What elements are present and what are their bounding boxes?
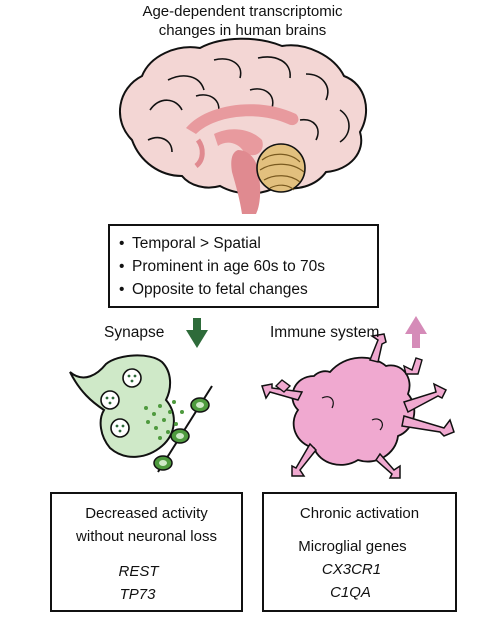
microglial-genes-label: Microglial genes bbox=[298, 538, 407, 555]
microglia-body bbox=[291, 356, 416, 466]
immune-findings-box: Chronic activation Microglial genes CX3C… bbox=[262, 492, 457, 612]
summary-point-1: Temporal > Spatial bbox=[119, 232, 369, 255]
synapse-label: Synapse bbox=[104, 324, 165, 341]
gene-cx3cr1: CX3CR1 bbox=[321, 561, 382, 578]
left-heading-line-1: Decreased activity bbox=[85, 505, 208, 522]
immune-system-label: Immune system bbox=[270, 324, 380, 341]
title-line-2: changes in human brains bbox=[158, 22, 327, 39]
cerebellum bbox=[256, 143, 306, 193]
left-heading-line-2: without neuronal loss bbox=[76, 528, 217, 545]
title-line-1: Age-dependent transcriptomic bbox=[142, 3, 343, 20]
gene-rest: REST bbox=[118, 563, 159, 580]
corpus-callosum bbox=[186, 104, 299, 134]
microglia-illustration bbox=[261, 333, 455, 479]
receptor-2 bbox=[170, 428, 190, 444]
presynaptic-terminal bbox=[69, 354, 175, 458]
right-heading: Chronic activation bbox=[299, 505, 420, 522]
brain-illustration bbox=[118, 37, 368, 214]
synapse-illustration bbox=[69, 354, 213, 473]
gene-tp73: TP73 bbox=[119, 586, 156, 603]
receptor-1 bbox=[190, 397, 210, 413]
receptor-3 bbox=[153, 455, 173, 471]
gene-c1qa: C1QA bbox=[330, 584, 371, 601]
summary-box: Temporal > Spatial Prominent in age 60s … bbox=[108, 224, 379, 308]
synapse-down-arrow bbox=[186, 318, 208, 348]
brainstem bbox=[231, 150, 261, 214]
summary-point-2: Prominent in age 60s to 70s bbox=[119, 255, 369, 278]
summary-point-3: Opposite to fetal changes bbox=[119, 278, 369, 301]
synapse-findings-box: Decreased activity without neuronal loss… bbox=[50, 492, 243, 612]
immune-up-arrow bbox=[405, 316, 427, 348]
figure-title: Age-dependent transcriptomic changes in … bbox=[0, 2, 485, 40]
